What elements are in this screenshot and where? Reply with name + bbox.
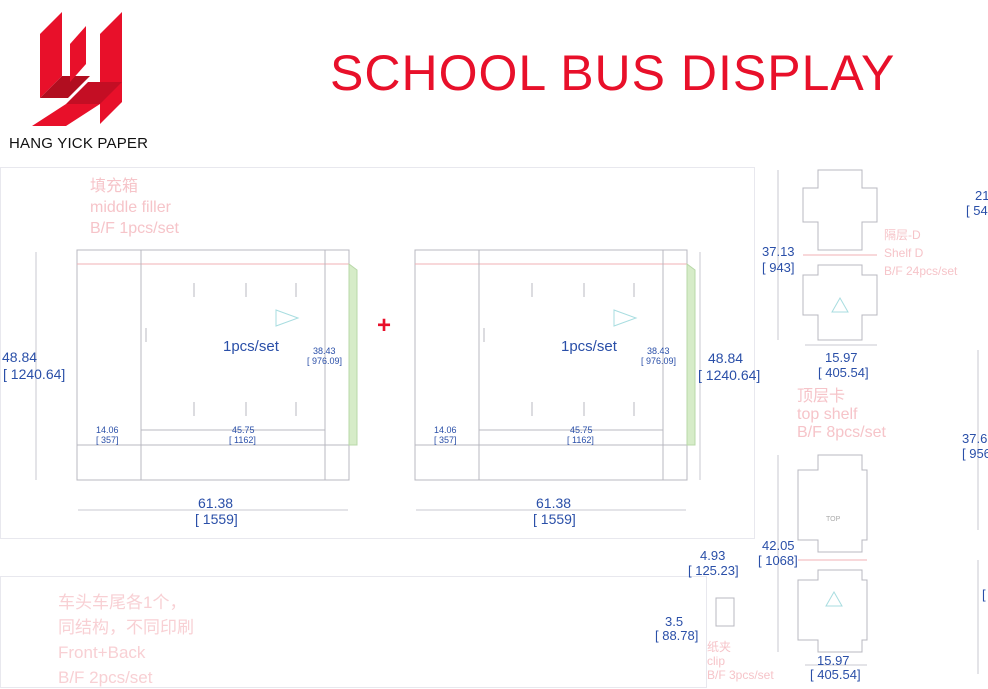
filler-inner-mm: [ 976.09] <box>307 356 343 366</box>
filler-side: 14.06 <box>96 425 119 435</box>
top-shelf-width-mm: [ 405.54] <box>810 667 861 682</box>
filler-width: 61.38 <box>198 495 234 511</box>
filler-side-mm: [ 357] <box>96 435 119 445</box>
filler-set-qty: 1pcs/set <box>223 338 279 355</box>
top-shelf-qty: B/F 8pcs/set <box>797 424 886 441</box>
top-shelf-height-mm: [ 1068] <box>758 553 798 568</box>
filler-label-en: middle filler <box>90 199 171 216</box>
filler-inner: 38.43 <box>313 346 336 356</box>
filler-middle: 45.75 <box>232 425 255 435</box>
page-title: SCHOOL BUS DISPLAY <box>330 45 896 101</box>
filler-side-mm: [ 357] <box>434 435 457 445</box>
filler-height: 48.84 <box>708 350 744 366</box>
clip-height-mm: [ 88.78] <box>655 628 699 643</box>
edge-dim-b: 37.6 <box>962 431 988 446</box>
filler-middle-mm: [ 1162] <box>567 435 594 445</box>
filler-height-mm: [ 1240.64] <box>698 367 761 383</box>
filler-width-mm: [ 1559] <box>533 511 576 527</box>
edge-dim-a-mm: [ 54 <box>966 203 988 218</box>
edge-dim-c: [ <box>982 587 986 602</box>
filler-middle: 45.75 <box>570 425 593 435</box>
shelf-d-label-en: Shelf D <box>884 246 924 260</box>
clip-width-mm: [ 125.23] <box>688 563 739 578</box>
top-shelf-label-zh: 顶层卡 <box>797 388 846 405</box>
clip-qty: B/F 3pcs/set <box>707 668 774 682</box>
filler-height-mm: [ 1240.64] <box>3 366 66 382</box>
shelf-d-label-zh: 隔层-D <box>884 228 921 242</box>
top-shelf-top-label: TOP <box>826 516 841 523</box>
filler-panel <box>0 167 755 539</box>
shelf-d-height: 37.13 <box>762 244 795 259</box>
filler-width-mm: [ 1559] <box>195 511 238 527</box>
shelf-d-width-mm: [ 405.54] <box>818 365 869 380</box>
filler-height: 48.84 <box>2 349 38 365</box>
plus-sign: + <box>377 312 392 339</box>
shelf-d-width: 15.97 <box>825 350 858 365</box>
clip-width: 4.93 <box>700 548 726 563</box>
filler-label-zh: 填充箱 <box>90 178 139 195</box>
dieline-drawing <box>35 169 979 674</box>
top-shelf-height: 42.05 <box>762 538 795 553</box>
filler-qty: B/F 1pcs/set <box>90 220 179 237</box>
company-logo <box>32 12 122 126</box>
clip-label-en: clip <box>707 654 726 668</box>
top-shelf-label-en: top shelf <box>797 406 858 423</box>
filler-set-qty: 1pcs/set <box>561 338 617 355</box>
filler-side: 14.06 <box>434 425 457 435</box>
filler-width: 61.38 <box>536 495 572 511</box>
filler-middle-mm: [ 1162] <box>229 435 256 445</box>
clip-height: 3.5 <box>665 614 684 629</box>
shelf-d-height-mm: [ 943] <box>762 260 795 275</box>
edge-dim-a: 21 <box>975 188 988 203</box>
filler-inner: 38.43 <box>647 346 670 356</box>
front-back-qty: B/F 2pcs/set <box>58 668 153 687</box>
shelf-d-qty: B/F 24pcs/set <box>884 264 958 278</box>
company-name: HANG YICK PAPER <box>9 135 149 152</box>
edge-dim-b-mm: [ 956 <box>962 446 988 461</box>
front-back-label-zh: 车头车尾各1个， <box>58 593 187 612</box>
front-back-label-zh-2: 同结构，不同印刷 <box>58 618 194 637</box>
front-back-label-en: Front+Back <box>58 643 146 662</box>
clip-label-zh: 纸夹 <box>707 640 732 654</box>
top-shelf-width: 15.97 <box>817 653 850 668</box>
filler-inner-mm: [ 976.09] <box>641 356 677 366</box>
